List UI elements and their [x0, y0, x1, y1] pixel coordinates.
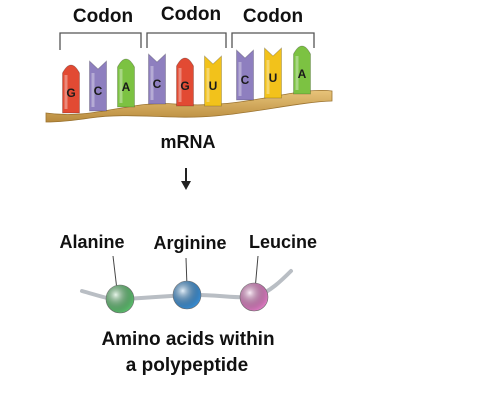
base-c-codon1-pos2: C — [89, 60, 107, 112]
base-letter: C — [241, 73, 250, 87]
mrna-label: mRNA — [160, 132, 215, 152]
base-c-codon3-pos1: C — [236, 49, 254, 101]
base-u-codon2-pos3: U — [204, 55, 222, 107]
codon-label-2: Codon — [161, 4, 221, 25]
codon-bracket-3 — [231, 32, 315, 48]
mrna-backbone — [45, 89, 333, 123]
amino-acid-arginine — [172, 280, 202, 310]
codon-label-1: Codon — [73, 6, 133, 27]
base-letter: G — [66, 86, 75, 100]
codon-bracket-2 — [146, 32, 227, 48]
amino-acid-leucine — [239, 282, 269, 312]
base-letter: U — [269, 71, 278, 85]
amino-acid-alanine — [105, 284, 135, 314]
base-letter: A — [298, 67, 307, 81]
base-g-codon1-pos1: G — [62, 64, 80, 114]
base-group: G C A C G U C U A — [62, 45, 311, 114]
codon-bracket-1 — [59, 32, 142, 50]
base-letter: A — [122, 80, 131, 94]
caption-line-1: Amino acids within — [101, 329, 274, 350]
pointer-line-alanine — [112, 255, 118, 291]
base-letter: U — [209, 79, 218, 93]
base-letter: C — [94, 84, 103, 98]
base-c-codon2-pos1: C — [148, 53, 166, 105]
base-letter: G — [180, 79, 189, 93]
amino-acid-label-arginine: Arginine — [153, 233, 226, 253]
base-a-codon3-pos3: A — [293, 45, 311, 95]
amino-acid-label-alanine: Alanine — [59, 232, 124, 252]
amino-acid-label-leucine: Leucine — [249, 232, 317, 252]
caption-line-2: a polypeptide — [126, 355, 248, 376]
base-u-codon3-pos2: U — [264, 47, 282, 99]
base-a-codon1-pos3: A — [117, 58, 135, 108]
codon-label-3: Codon — [243, 6, 303, 27]
base-letter: C — [153, 77, 162, 91]
base-g-codon2-pos2: G — [176, 57, 194, 107]
down-arrow-icon — [181, 168, 191, 190]
